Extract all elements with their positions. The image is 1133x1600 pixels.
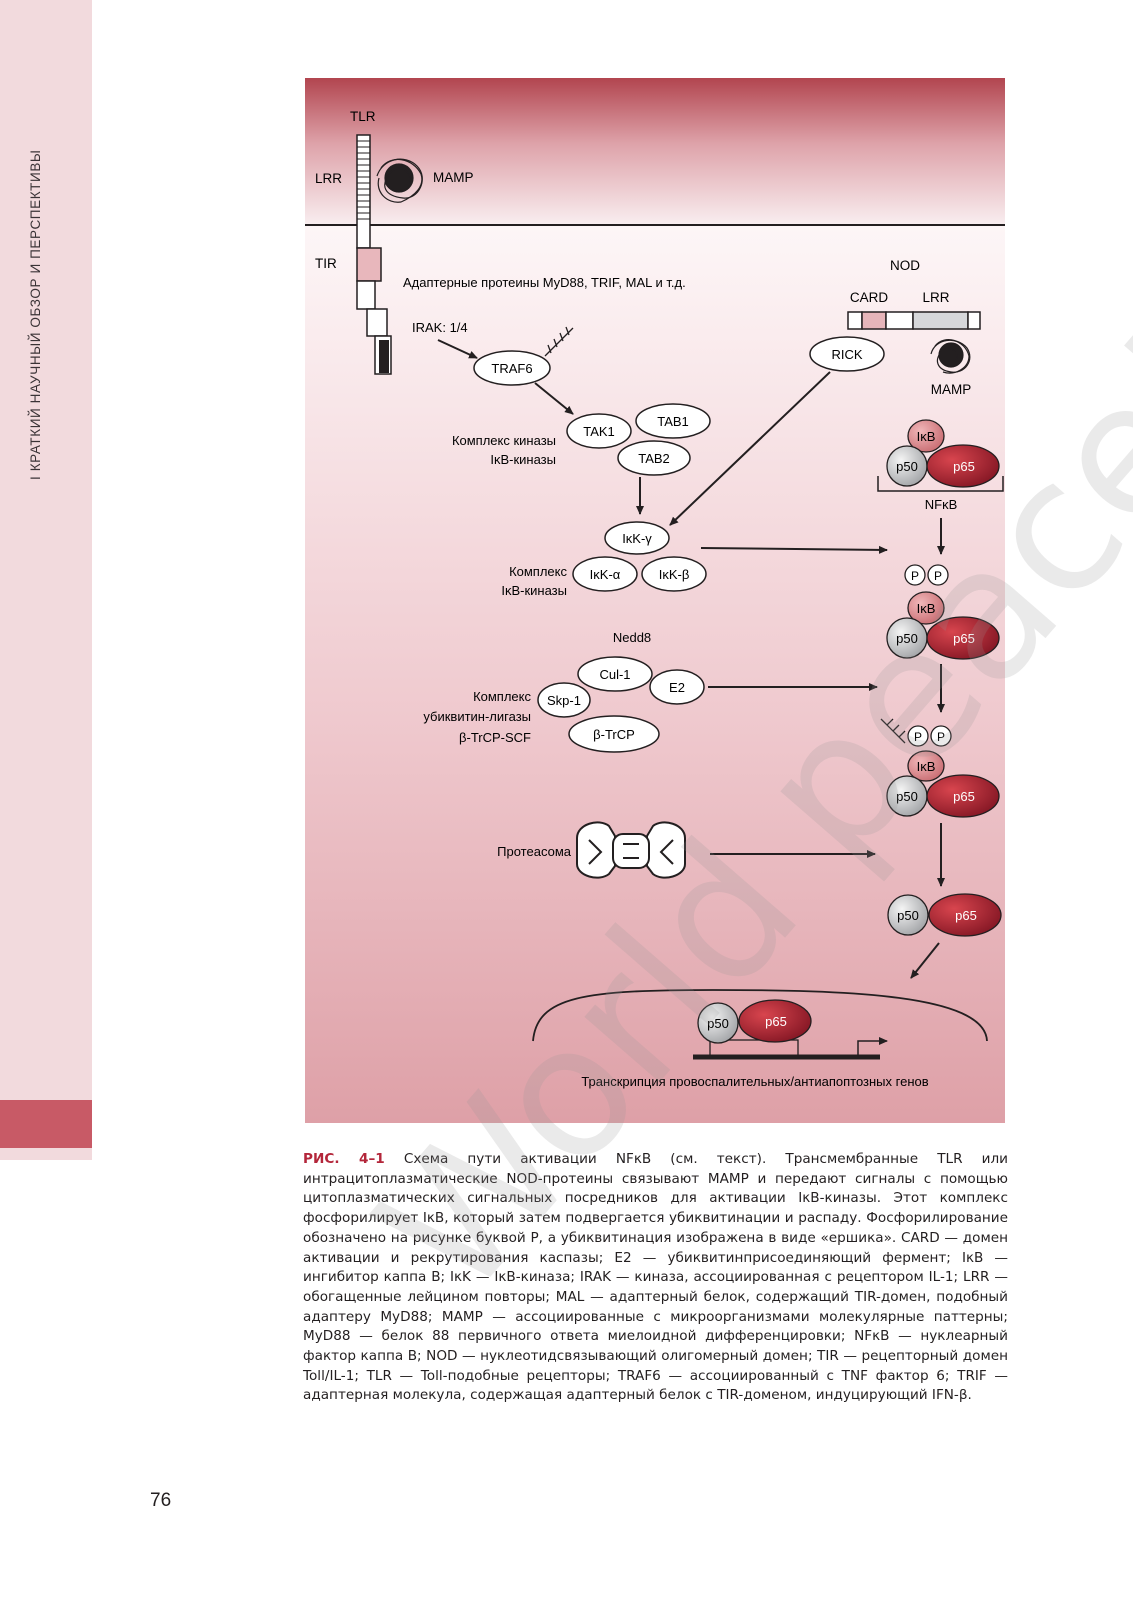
ikk-complex: IκK-γ IκK-α IκK-β	[572, 521, 707, 592]
arrow-traf6-tak1	[534, 382, 574, 415]
phospho-label-4: P	[937, 730, 945, 744]
skp1-label: Skp-1	[547, 693, 581, 708]
p65-label-4: p65	[955, 908, 977, 923]
ubiquitin-chain-icon-2	[880, 718, 906, 744]
ikk-beta-label: IκK-β	[659, 567, 690, 582]
phospho-label-2: P	[934, 569, 942, 583]
tak1-label: TAK1	[583, 424, 615, 439]
phospho-label-3: P	[914, 730, 922, 744]
nod-lrr-label: LRR	[922, 290, 949, 305]
ligase-label-2: убиквитин-лигазы	[423, 709, 531, 724]
nfkb-inactive: IκB p50 p65	[886, 419, 1000, 488]
tir-label: TIR	[315, 256, 337, 271]
nfkb-free: p50 p65	[887, 893, 1002, 937]
page-number: 76	[150, 1490, 172, 1511]
nod-label: NOD	[890, 258, 920, 273]
nfkb-label: NFκB	[925, 497, 958, 512]
proteasome-label: Протеасома	[497, 844, 572, 859]
p50-label-3: p50	[896, 789, 918, 804]
p65-label-3: p65	[953, 789, 975, 804]
p50-label-4: p50	[897, 908, 919, 923]
chapter-tab	[0, 1100, 92, 1148]
ikk-complex-label-1: Комплекс	[509, 564, 567, 579]
ikb-label-3: IκB	[917, 759, 936, 774]
nod-mamp-icon	[930, 339, 971, 374]
nuclear-membrane	[532, 989, 988, 1042]
nfkb-dna-bound: p50 p65	[693, 999, 888, 1060]
traf6: TRAF6	[473, 350, 551, 386]
arrow-ikk-nfkb	[700, 545, 888, 554]
tab1-label: TAB1	[657, 414, 689, 429]
mamp-icon	[376, 158, 423, 203]
irak-label: IRAK: 1/4	[412, 320, 468, 335]
ikk-complex-label-2: IκB-киназы	[501, 583, 567, 598]
p50-label-1: p50	[896, 459, 918, 474]
p50-label-5: p50	[707, 1016, 729, 1031]
nedd8-label: Nedd8	[613, 630, 651, 645]
transcription-label: Транскрипция провоспалительных/антиапопт…	[581, 1074, 928, 1089]
ikb-label-1: IκB	[917, 429, 936, 444]
ubiquitin-ligase-complex: Cul-1 E2 Skp-1 β-TrCP	[537, 656, 705, 753]
ikk-alpha-label: IκK-α	[590, 567, 621, 582]
tlr-label: TLR	[350, 109, 376, 124]
p65-label-1: p65	[953, 459, 975, 474]
lrr-label: LRR	[315, 171, 342, 186]
ligase-label-3: β-TrCP-SCF	[459, 730, 531, 745]
nfkb-pathway-figure: TLR LRR TIR MAMP Адаптерные протеины MyD…	[305, 78, 1005, 1123]
nfkb-ubiquitinated: P P IκB p50 p65	[880, 718, 1000, 818]
p50-label-2: p50	[896, 631, 918, 646]
rick: RICK	[809, 336, 885, 372]
ikb-label-2: IκB	[917, 601, 936, 616]
kinase-complex-label-1: Комплекс киназы	[452, 433, 556, 448]
running-head-text: I КРАТКИЙ НАУЧНЫЙ ОБЗОР И ПЕРСПЕКТИВЫ	[28, 149, 43, 480]
card-label: CARD	[850, 290, 889, 305]
p65-label-2: p65	[953, 631, 975, 646]
rick-label: RICK	[831, 347, 862, 362]
running-head: I КРАТКИЙ НАУЧНЫЙ ОБЗОР И ПЕРСПЕКТИВЫ	[28, 150, 68, 520]
arrow-rick-ikk	[669, 371, 831, 526]
cul1-label: Cul-1	[599, 667, 630, 682]
e2-label: E2	[669, 680, 685, 695]
nfkb-phosphorylated: P P IκB p50 p65	[886, 564, 1000, 660]
mamp-label: MAMP	[433, 170, 474, 185]
p65-label-5: p65	[765, 1014, 787, 1029]
proteasome-icon	[576, 821, 686, 879]
figure-caption-text: Схема пути активации NFκB (см. текст). Т…	[303, 1151, 1008, 1404]
btrcp-label: β-TrCP	[593, 727, 635, 742]
ubiquitin-chain-icon	[544, 326, 574, 357]
cytoplasm	[305, 225, 1005, 1123]
arrow-nfkb-nucleus	[910, 942, 940, 979]
nfkb-bracket	[877, 476, 1004, 492]
ikk-gamma-label: IκK-γ	[622, 531, 652, 546]
tak-complex: TAK1 TAB1 TAB2	[566, 403, 711, 476]
arrow-irak-traf6	[437, 339, 478, 359]
figure-caption: РИС. 4–1 Схема пути активации NFκB (см. …	[303, 1150, 1008, 1406]
chapter-sidebar	[0, 0, 92, 1160]
ligase-label-1: Комплекс	[473, 689, 531, 704]
tab2-label: TAB2	[638, 451, 670, 466]
nod-receptor	[847, 311, 981, 330]
traf6-label: TRAF6	[491, 361, 532, 376]
nod-mamp-label: MAMP	[931, 382, 972, 397]
kinase-complex-label-2: IκB-киназы	[490, 452, 556, 467]
adapters-label: Адаптерные протеины MyD88, TRIF, MAL и т…	[403, 275, 686, 290]
tlr-receptor	[356, 134, 392, 375]
figure-caption-label: РИС. 4–1	[303, 1151, 385, 1167]
extracellular-space	[305, 78, 1005, 225]
phospho-label-1: P	[911, 569, 919, 583]
